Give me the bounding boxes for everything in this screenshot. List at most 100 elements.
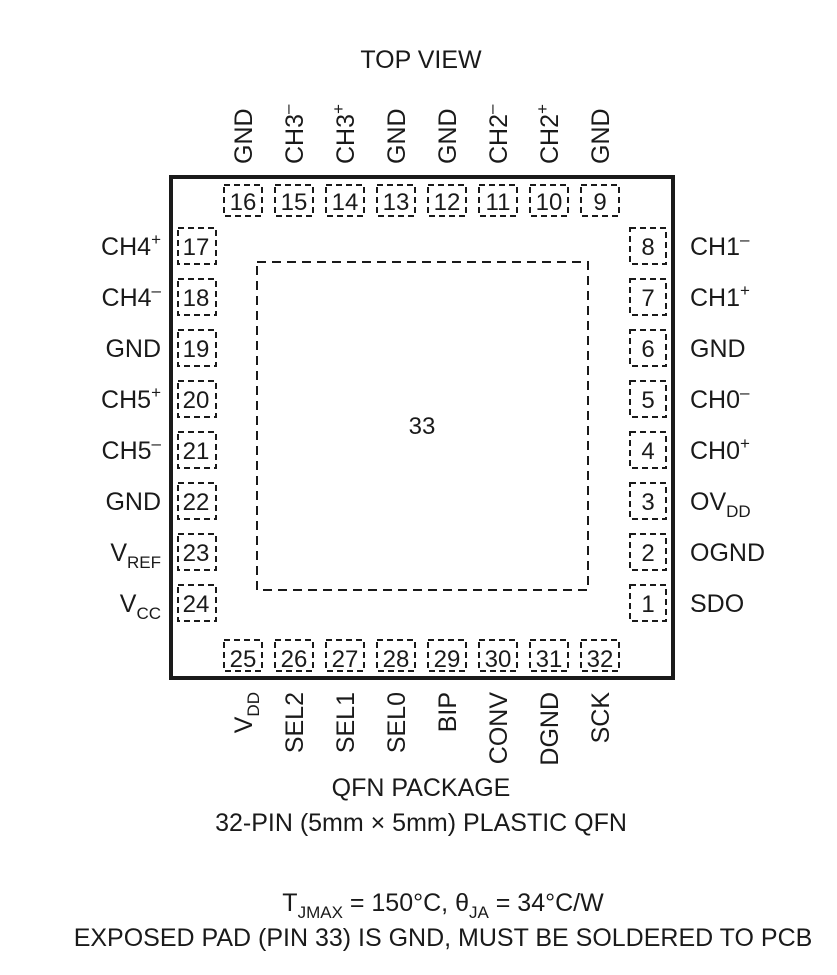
pin-26-pad	[274, 639, 314, 672]
pin-15-name: CH3	[281, 114, 309, 164]
pin-1-label: SDO	[690, 590, 744, 618]
pin-4-superscript: +	[740, 434, 750, 453]
pin-27-label: SEL1	[332, 692, 360, 753]
pin-13-number: 13	[383, 189, 410, 216]
pin-25-label: VDD	[230, 692, 263, 733]
pin-10-superscript: +	[533, 104, 552, 114]
pin-31-name: DGND	[536, 692, 564, 766]
pin-14-superscript: +	[329, 104, 348, 114]
pin-8-label: CH1–	[690, 230, 750, 261]
exposed-pad	[256, 261, 589, 591]
theta-symbol: θ	[455, 889, 469, 917]
pin-17-pad	[177, 227, 217, 265]
pin-29-pad	[427, 639, 467, 672]
pin-23-number: 23	[183, 540, 210, 567]
pin-20-pad	[177, 380, 217, 418]
pin-11-label: CH2–	[482, 104, 513, 164]
pin-14-number: 14	[332, 189, 359, 216]
pin-8-pad	[629, 227, 667, 265]
pin-7-pad	[629, 278, 667, 316]
pin-3-subscript: DD	[726, 502, 751, 521]
pin-22-label: GND	[105, 488, 161, 516]
pin-2-name: OGND	[690, 539, 765, 567]
pin-6-label: GND	[690, 335, 746, 363]
pin-31-pad	[529, 639, 569, 672]
pin-31-number: 31	[536, 646, 563, 673]
tjmax-subscript: JMAX	[298, 903, 343, 922]
pin-3-number: 3	[641, 489, 654, 516]
theta-value: = 34°C/W	[489, 889, 604, 917]
pin-10-number: 10	[536, 189, 563, 216]
pin-4-name: CH0	[690, 437, 740, 465]
pin-2-label: OGND	[690, 539, 765, 567]
pin-26-number: 26	[281, 646, 308, 673]
pin-8-number: 8	[641, 234, 654, 261]
pin-7-superscript: +	[740, 281, 750, 300]
pin-20-number: 20	[183, 387, 210, 414]
pin-17-superscript: +	[151, 230, 161, 249]
pin-28-name: SEL0	[383, 692, 411, 753]
pin-3-name: OV	[690, 488, 726, 516]
pin-1-pad	[629, 584, 667, 622]
diagram-title: TOP VIEW	[360, 46, 482, 74]
pin-21-superscript: –	[152, 434, 162, 453]
pin-16-pad	[223, 184, 263, 217]
pin-17-name: CH4	[101, 233, 151, 261]
pin-18-pad	[177, 278, 217, 316]
pin-24-number: 24	[183, 591, 210, 618]
pin-14-label: CH3+	[329, 104, 360, 164]
pin-13-pad	[376, 184, 416, 217]
pin-27-pad	[325, 639, 365, 672]
pin-19-label: GND	[105, 335, 161, 363]
pin-14-pad	[325, 184, 365, 217]
pin-28-number: 28	[383, 646, 410, 673]
pin-30-pad	[478, 639, 518, 672]
pin-30-number: 30	[485, 646, 512, 673]
thermal-spec: TJMAX = 150°C, θJA = 34°C/W	[282, 889, 604, 922]
pin-6-number: 6	[641, 336, 654, 363]
pin-32-name: SCK	[587, 692, 615, 744]
pin-21-pad	[177, 431, 217, 469]
exposed-pad-note: EXPOSED PAD (PIN 33) IS GND, MUST BE SOL…	[74, 924, 813, 952]
pin-5-superscript: –	[740, 383, 750, 402]
pin-23-label: VREF	[110, 539, 161, 572]
pin-15-label: CH3–	[278, 104, 309, 164]
pin-27-name: SEL1	[332, 692, 360, 753]
pin-1-name: SDO	[690, 590, 744, 618]
pin-1-number: 1	[641, 591, 654, 618]
pin-17-label: CH4+	[101, 230, 161, 261]
pin-23-name: V	[110, 539, 127, 567]
tjmax-symbol: T	[282, 889, 297, 917]
pin-4-number: 4	[641, 438, 654, 465]
pin-24-name: V	[120, 590, 137, 618]
pin-9-number: 9	[593, 189, 606, 216]
pin-7-name: CH1	[690, 284, 740, 312]
pin-32-label: SCK	[587, 692, 615, 744]
exposed-pad-number: 33	[409, 413, 436, 440]
tjmax-value: = 150°C,	[343, 889, 455, 917]
pin-5-name: CH0	[690, 386, 740, 414]
pin-21-name: CH5	[102, 437, 152, 465]
pin-28-pad	[376, 639, 416, 672]
pin-4-label: CH0+	[690, 434, 750, 465]
pin-11-number: 11	[486, 189, 511, 216]
pin-28-label: SEL0	[383, 692, 411, 753]
pin-24-subscript: CC	[136, 604, 161, 623]
pin-2-number: 2	[641, 540, 654, 567]
pin-22-pad	[177, 482, 217, 520]
pin-15-number: 15	[281, 189, 308, 216]
pin-3-pad	[629, 482, 667, 520]
pin-15-pad	[274, 184, 314, 217]
pin-2-pad	[629, 533, 667, 571]
pin-5-label: CH0–	[690, 383, 750, 414]
pin-23-subscript: REF	[127, 553, 161, 572]
theta-subscript: JA	[469, 903, 490, 922]
pin-12-pad	[427, 184, 467, 217]
pin-7-label: CH1+	[690, 281, 750, 312]
pin-29-number: 29	[434, 646, 461, 673]
pin-14-name: CH3	[332, 114, 360, 164]
pin-9-label: GND	[587, 108, 615, 164]
pin-16-name: GND	[230, 108, 258, 164]
pin-30-label: CONV	[485, 692, 513, 765]
pin-4-pad	[629, 431, 667, 469]
